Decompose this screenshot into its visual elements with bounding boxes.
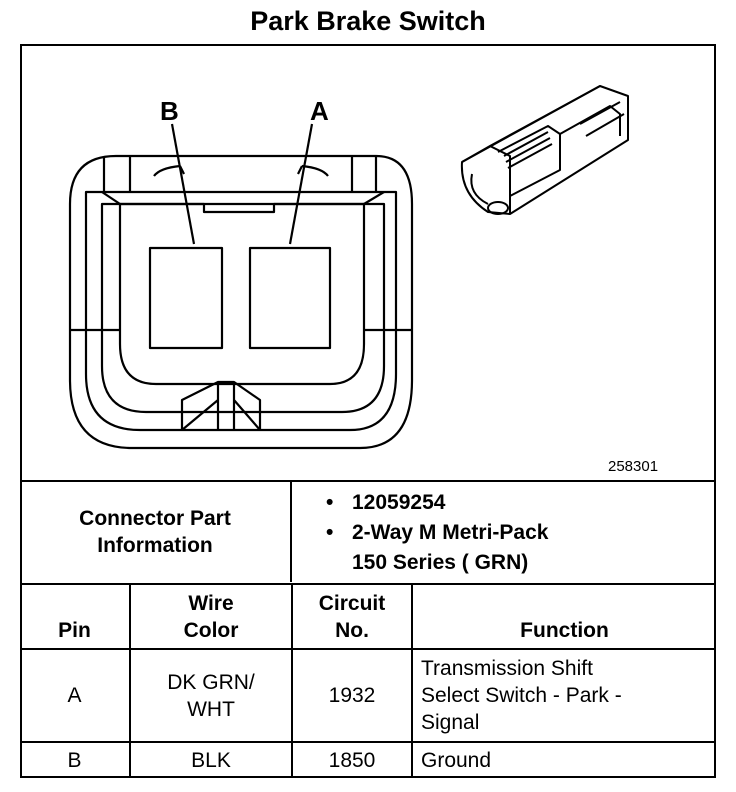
header-function-text: Function xyxy=(520,619,609,643)
connector-info-label: Connector Part Information xyxy=(20,482,292,582)
part-number: 12059254 xyxy=(352,491,446,514)
terminal-a xyxy=(248,246,332,350)
pin-label-a: A xyxy=(310,96,329,126)
connector-perspective-sketch xyxy=(460,85,629,215)
bottom-key xyxy=(180,380,262,430)
header-circuit-line1: Circuit xyxy=(318,592,386,616)
terminal-b xyxy=(148,246,224,350)
connector-type-line1: 2-Way M Metri-Pack xyxy=(352,521,549,544)
cell-function-line1: Transmission Shift xyxy=(421,657,593,681)
page-title: Park Brake Switch xyxy=(250,6,486,36)
cell-function: Ground xyxy=(411,740,716,778)
list-item: • 2-Way M Metri-Pack 150 Series ( GRN) xyxy=(326,518,548,578)
header-circuit: Circuit No. xyxy=(291,582,413,651)
header-wire-color: Wire Color xyxy=(129,582,293,651)
figure-id: 258301 xyxy=(608,458,659,475)
cell-wire-line1: DK GRN/ xyxy=(167,670,255,694)
connector-info-row: Connector Part Information • 12059254 • … xyxy=(20,480,716,583)
connector-outer-shell xyxy=(68,154,414,450)
cell-function-line3: Signal xyxy=(421,711,480,735)
table-header-row: Pin Wire Color Circuit No. Function xyxy=(20,582,716,651)
header-wire-line2: Color xyxy=(183,619,239,643)
header-pin-text: Pin xyxy=(58,619,91,643)
connector-info-label-line1: Connector Part xyxy=(79,507,231,530)
connector-inner-ring xyxy=(84,190,398,432)
top-right-tab xyxy=(301,156,378,192)
pin-label-b: B xyxy=(160,96,179,126)
cell-circuit: 1850 xyxy=(291,740,413,778)
table-row: A DK GRN/ WHT 1932 Transmission Shift Se… xyxy=(20,648,716,743)
cell-wire-color: BLK xyxy=(129,740,293,778)
cell-function-line2: Select Switch - Park - xyxy=(421,684,622,708)
connector-diagram: B A xyxy=(68,85,629,450)
cell-function: Transmission Shift Select Switch - Park … xyxy=(411,648,716,743)
cell-pin: B xyxy=(20,740,131,778)
cell-wire-line2: WHT xyxy=(187,697,235,721)
terminal-housing xyxy=(118,202,366,386)
list-item: • 12059254 xyxy=(326,488,548,518)
bullet: • xyxy=(326,491,334,514)
connector-info-list: • 12059254 • 2-Way M Metri-Pack 150 Seri… xyxy=(326,488,548,578)
pin-table: Pin Wire Color Circuit No. Function A DK… xyxy=(20,582,716,778)
header-function: Function xyxy=(411,582,716,651)
connector-inner-wall xyxy=(100,202,386,414)
table-row: B BLK 1850 Ground xyxy=(20,740,716,778)
top-left-tab xyxy=(102,156,181,192)
header-circuit-line2: No. xyxy=(335,619,369,643)
connector-type-line2: 150 Series ( GRN) xyxy=(352,551,529,574)
cell-wire-color: DK GRN/ WHT xyxy=(129,648,293,743)
connector-info-label-line2: Information xyxy=(97,534,213,557)
bullet: • xyxy=(326,521,334,544)
header-pin: Pin xyxy=(20,582,131,651)
cell-circuit: 1932 xyxy=(291,648,413,743)
header-wire-line1: Wire xyxy=(188,592,234,616)
cell-pin: A xyxy=(20,648,131,743)
